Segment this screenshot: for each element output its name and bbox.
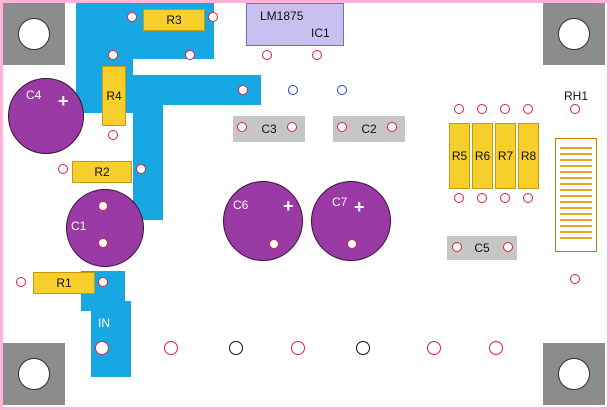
pad — [337, 122, 347, 132]
inductor-rh1 — [555, 138, 597, 252]
pad — [570, 104, 580, 114]
pad — [454, 193, 464, 203]
pad — [500, 193, 510, 203]
capacitor-c7: C7 + — [311, 181, 391, 261]
rh1-label: RH1 — [564, 89, 589, 103]
pad — [95, 341, 109, 355]
resistor-r1: R1 — [33, 272, 95, 294]
r3-label: R3 — [166, 13, 182, 27]
resistor-r2: R2 — [72, 161, 132, 183]
resistor-r5: R5 — [449, 123, 470, 189]
r6-label: R6 — [474, 149, 491, 163]
pad — [337, 85, 347, 95]
r4-label: R4 — [106, 89, 122, 103]
pad — [454, 104, 464, 114]
r2-label: R2 — [94, 165, 110, 179]
pad — [16, 277, 26, 287]
c6-polarity-mark: + — [283, 196, 294, 216]
pad — [312, 50, 322, 60]
pad — [477, 193, 487, 203]
pad — [208, 12, 218, 22]
input-label: IN — [98, 316, 110, 330]
pad — [387, 122, 397, 132]
pad — [500, 104, 510, 114]
pad — [229, 341, 243, 355]
r5-label: R5 — [451, 149, 468, 163]
r1-label: R1 — [56, 276, 72, 290]
pad — [288, 85, 298, 95]
c1-label: C1 — [71, 219, 87, 233]
pad — [523, 193, 533, 203]
pad — [98, 201, 108, 211]
pad — [427, 341, 441, 355]
pad — [477, 104, 487, 114]
mounting-hole-bottom-left — [3, 343, 65, 405]
pad — [347, 239, 357, 249]
pad — [108, 50, 118, 60]
pad — [291, 341, 305, 355]
c3-label: C3 — [261, 122, 277, 136]
c6-label: C6 — [233, 198, 249, 212]
resistor-r4: R4 — [102, 66, 126, 126]
pad — [489, 341, 503, 355]
c4-label: C4 — [26, 88, 42, 102]
mounting-hole-top-right — [543, 3, 605, 65]
pad — [185, 50, 195, 60]
pad — [287, 122, 297, 132]
capacitor-c4: C4 + — [8, 78, 84, 154]
pad — [262, 50, 272, 60]
pad — [98, 238, 108, 248]
copper-trace-mid-column — [133, 75, 163, 220]
c2-label: C2 — [361, 122, 377, 136]
ic1-body: LM1875 IC1 — [246, 3, 344, 46]
ic-ref-label: IC1 — [311, 26, 330, 40]
pad — [127, 12, 137, 22]
resistor-r3: R3 — [143, 9, 205, 31]
pad — [570, 274, 580, 284]
pad — [523, 104, 533, 114]
pad — [136, 164, 146, 174]
pad — [503, 242, 513, 252]
mounting-hole-top-left — [3, 3, 65, 65]
pad — [238, 85, 248, 95]
c4-polarity-mark: + — [58, 91, 69, 111]
copper-trace-bottom — [91, 301, 131, 377]
r7-label: R7 — [497, 149, 514, 163]
pad — [269, 239, 279, 249]
capacitor-c6: C6 + — [223, 181, 303, 261]
resistor-r8: R8 — [518, 123, 539, 189]
mounting-hole-bottom-right — [543, 343, 605, 405]
r8-label: R8 — [520, 149, 537, 163]
pcb-board: LM1875 IC1 R3 R4 R2 R1 R5 R6 R7 R8 C3 C2… — [3, 3, 607, 407]
c5-label: C5 — [474, 241, 490, 255]
pad — [452, 242, 462, 252]
pad — [164, 341, 178, 355]
pad — [108, 130, 118, 140]
resistor-r7: R7 — [495, 123, 516, 189]
pad — [237, 122, 247, 132]
c7-label: C7 — [332, 195, 348, 209]
pad — [98, 277, 108, 287]
pad — [58, 164, 68, 174]
c7-polarity-mark: + — [354, 197, 365, 217]
pad — [356, 341, 370, 355]
ic-part-label: LM1875 — [260, 9, 304, 23]
resistor-r6: R6 — [472, 123, 493, 189]
